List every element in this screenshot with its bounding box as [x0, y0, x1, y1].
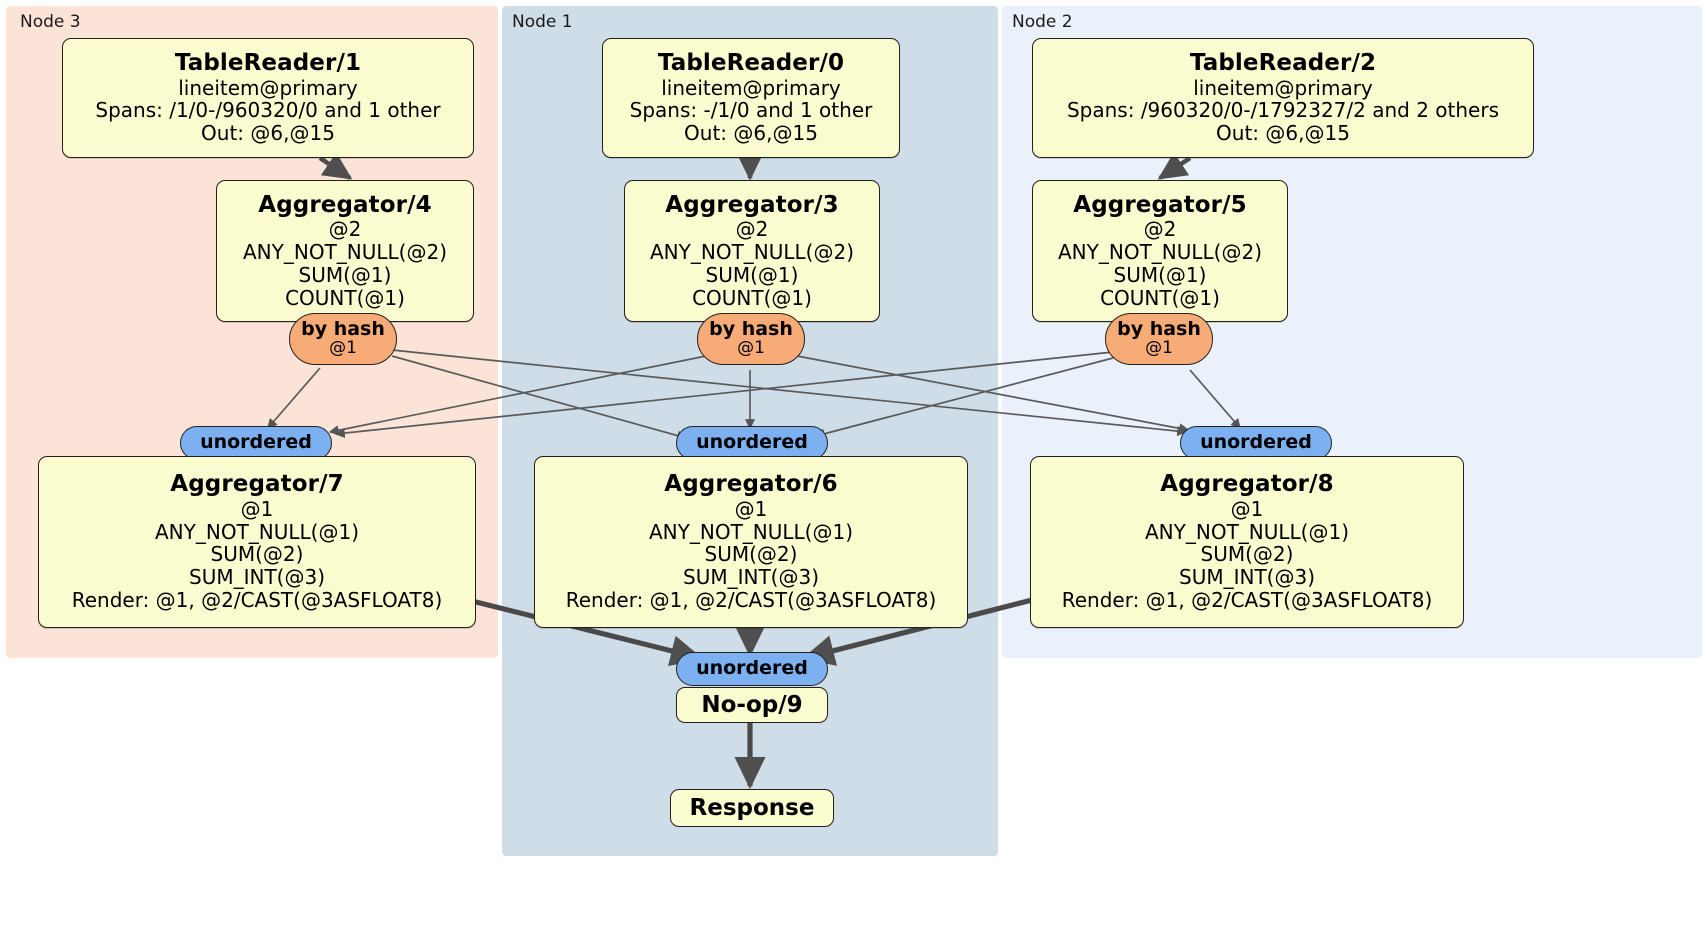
- processor-line: ANY_NOT_NULL(@1): [1145, 519, 1349, 544]
- router-by-hash-mid[interactable]: by hash @1: [697, 313, 805, 365]
- synchronizer-unordered-mid[interactable]: unordered: [676, 426, 828, 460]
- processor-title: TableReader/1: [174, 49, 362, 76]
- synchronizer-label: unordered: [200, 431, 312, 454]
- synchronizer-unordered-left[interactable]: unordered: [180, 426, 332, 460]
- processor-line: SUM(@1): [705, 262, 799, 287]
- processor-aggregator-4[interactable]: Aggregator/4 @2 ANY_NOT_NULL(@2) SUM(@1)…: [216, 180, 474, 322]
- synchronizer-unordered-right[interactable]: unordered: [1180, 426, 1332, 460]
- processor-line: SUM_INT(@3): [189, 565, 325, 590]
- processor-aggregator-3[interactable]: Aggregator/3 @2 ANY_NOT_NULL(@2) SUM(@1)…: [624, 180, 880, 322]
- processor-line: ANY_NOT_NULL(@2): [1058, 240, 1262, 265]
- processor-aggregator-8[interactable]: Aggregator/8 @1 ANY_NOT_NULL(@1) SUM(@2)…: [1030, 456, 1464, 628]
- processor-line: Out: @6,@15: [1216, 121, 1350, 146]
- processor-line: Spans: /960320/0-/1792327/2 and 2 others: [1066, 98, 1499, 123]
- processor-line: SUM_INT(@3): [1179, 565, 1315, 590]
- node-label-node2: Node 2: [1012, 12, 1073, 32]
- processor-line: Render: @1, @2/CAST(@3ASFLOAT8): [71, 588, 443, 613]
- processor-line: lineitem@primary: [1193, 75, 1373, 100]
- processor-line: ANY_NOT_NULL(@2): [243, 240, 447, 265]
- processor-line: ANY_NOT_NULL(@1): [155, 519, 359, 544]
- processor-title: Aggregator/6: [664, 471, 838, 498]
- processor-title: No-op/9: [701, 692, 803, 718]
- router-by-hash-right[interactable]: by hash @1: [1105, 313, 1213, 365]
- processor-line: SUM(@2): [210, 542, 304, 567]
- processor-line: @1: [240, 496, 274, 521]
- processor-title: Aggregator/3: [665, 191, 839, 218]
- processor-aggregator-5[interactable]: Aggregator/5 @2 ANY_NOT_NULL(@2) SUM(@1)…: [1032, 180, 1288, 322]
- node-label-node1: Node 1: [512, 12, 573, 32]
- processor-response[interactable]: Response: [670, 789, 834, 827]
- router-column: @1: [329, 338, 357, 359]
- processor-line: SUM_INT(@3): [683, 565, 819, 590]
- processor-line: Spans: /1/0-/960320/0 and 1 other: [95, 98, 441, 123]
- processor-line: SUM(@1): [298, 262, 392, 287]
- processor-line: ANY_NOT_NULL(@1): [649, 519, 853, 544]
- processor-line: Render: @1, @2/CAST(@3ASFLOAT8): [565, 588, 937, 613]
- processor-line: @2: [735, 217, 769, 242]
- processor-table-reader-2[interactable]: TableReader/2 lineitem@primary Spans: /9…: [1032, 38, 1534, 158]
- router-label: by hash: [301, 318, 385, 341]
- processor-title: Response: [689, 795, 815, 821]
- router-column: @1: [1145, 338, 1173, 359]
- synchronizer-label: unordered: [1200, 431, 1312, 454]
- processor-line: @2: [1143, 217, 1177, 242]
- processor-line: lineitem@primary: [178, 75, 358, 100]
- processor-title: Aggregator/7: [170, 471, 344, 498]
- processor-aggregator-6[interactable]: Aggregator/6 @1 ANY_NOT_NULL(@1) SUM(@2)…: [534, 456, 968, 628]
- processor-line: SUM(@2): [1200, 542, 1294, 567]
- processor-line: COUNT(@1): [285, 285, 405, 310]
- processor-line: ANY_NOT_NULL(@2): [650, 240, 854, 265]
- synchronizer-label: unordered: [696, 431, 808, 454]
- processor-no-op-9[interactable]: No-op/9: [676, 687, 828, 723]
- processor-aggregator-7[interactable]: Aggregator/7 @1 ANY_NOT_NULL(@1) SUM(@2)…: [38, 456, 476, 628]
- processor-line: @1: [1230, 496, 1264, 521]
- processor-line: SUM(@1): [1113, 262, 1207, 287]
- router-by-hash-left[interactable]: by hash @1: [289, 313, 397, 365]
- processor-table-reader-0[interactable]: TableReader/0 lineitem@primary Spans: -/…: [602, 38, 900, 158]
- processor-title: Aggregator/4: [258, 191, 432, 218]
- processor-line: SUM(@2): [704, 542, 798, 567]
- processor-title: TableReader/2: [1189, 49, 1377, 76]
- processor-table-reader-1[interactable]: TableReader/1 lineitem@primary Spans: /1…: [62, 38, 474, 158]
- processor-line: Out: @6,@15: [201, 121, 335, 146]
- processor-title: Aggregator/5: [1073, 191, 1247, 218]
- processor-title: TableReader/0: [657, 49, 845, 76]
- router-column: @1: [737, 338, 765, 359]
- processor-line: Render: @1, @2/CAST(@3ASFLOAT8): [1061, 588, 1433, 613]
- processor-line: @1: [734, 496, 768, 521]
- processor-line: COUNT(@1): [692, 285, 812, 310]
- node-label-node3: Node 3: [20, 12, 81, 32]
- processor-line: lineitem@primary: [661, 75, 841, 100]
- processor-title: Aggregator/8: [1160, 471, 1334, 498]
- processor-line: Out: @6,@15: [684, 121, 818, 146]
- router-label: by hash: [1117, 318, 1201, 341]
- synchronizer-unordered-final[interactable]: unordered: [676, 652, 828, 686]
- processor-line: Spans: -/1/0 and 1 other: [629, 98, 873, 123]
- processor-line: COUNT(@1): [1100, 285, 1220, 310]
- synchronizer-label: unordered: [696, 657, 808, 680]
- router-label: by hash: [709, 318, 793, 341]
- processor-line: @2: [328, 217, 362, 242]
